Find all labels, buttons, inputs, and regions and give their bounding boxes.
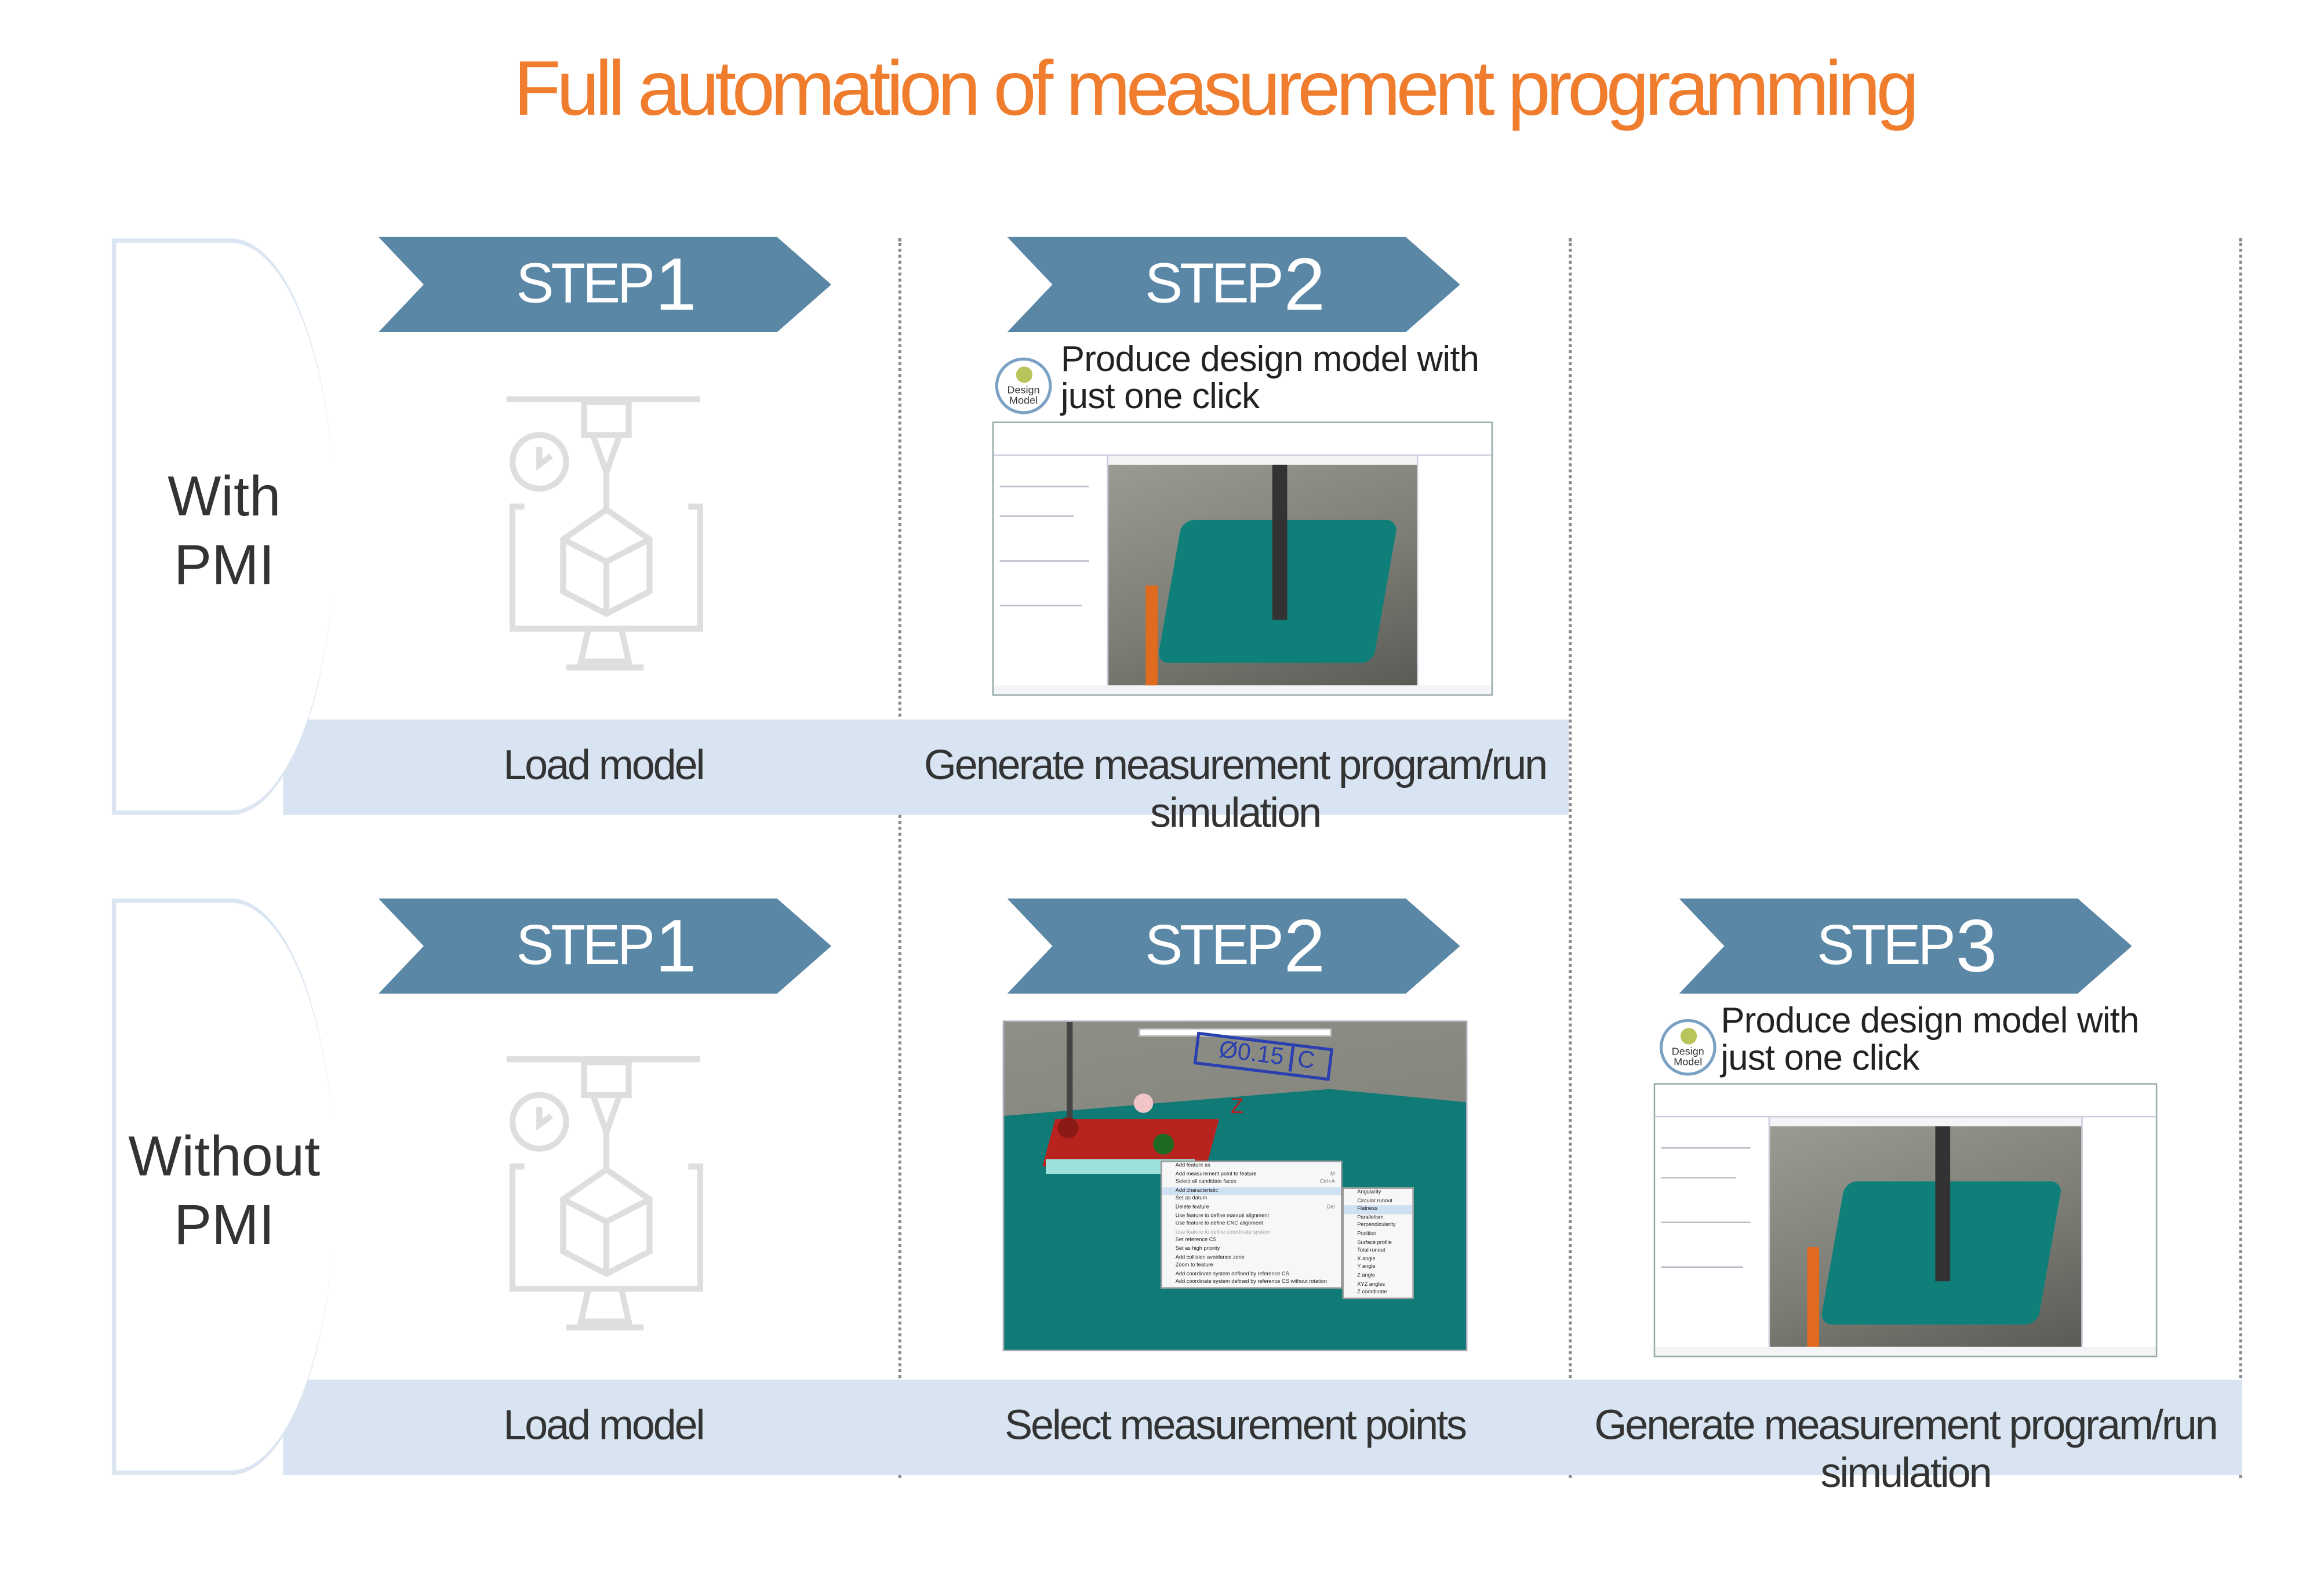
viewport-toolbar[interactable] [1138,1028,1332,1037]
step-word: STEP [1817,914,1956,977]
page-title: Full automation of measurement programmi… [514,46,1919,133]
context-menu-item[interactable]: Add collision avoidance zone [1162,1254,1341,1262]
step1-caption: Load model [503,1402,705,1449]
note-line1: Produce design model with [1060,339,1479,380]
step-number: 1 [655,904,696,988]
gdt-frame: Ø0.15 C [1193,1031,1334,1081]
submenu-item[interactable]: Flatness [1344,1205,1413,1214]
divider [1569,238,1572,1478]
row-label-without-pmi: Without PMI [111,898,336,1475]
context-menu-item[interactable]: Use feature to define CNC alignment [1162,1220,1341,1228]
context-menu-shortcut: Del [1326,1203,1335,1210]
caption-band [283,719,1569,815]
step-number: 2 [1283,242,1325,326]
tolerance-value: Ø0.15 [1217,1037,1285,1071]
context-menu-item[interactable]: Delete feature Del [1162,1203,1341,1212]
submenu-item[interactable]: Position [1357,1230,1377,1237]
submenu-item[interactable]: Z coordinate [1357,1289,1387,1295]
context-menu-item-label: Use feature to define manual alignment [1175,1212,1269,1219]
submenu-item[interactable]: Total runout [1357,1247,1385,1253]
context-menu-item-label: Select all candidate faces [1175,1179,1236,1185]
context-menu-item[interactable]: Set reference CS [1162,1237,1341,1245]
context-menu-item-label: Add coordinate system defined by referen… [1175,1278,1328,1285]
submenu-item[interactable]: Z angle [1357,1272,1376,1278]
divider [898,238,901,1478]
row-label-line1: With [168,466,281,529]
submenu-item[interactable]: XYZ angles [1357,1280,1385,1287]
software-screenshot [992,421,1493,696]
datum-label: C [1288,1046,1316,1074]
step-number: 2 [1283,904,1325,988]
context-menu-item[interactable]: Add coordinate system defined by referen… [1162,1279,1341,1287]
step-number: 1 [655,242,696,326]
cnc-monitor-icon [506,1056,704,1331]
context-menu-item-label: Add feature as [1175,1162,1210,1168]
submenu-item[interactable]: Circular runout [1357,1197,1392,1203]
context-menu-item-label: Add characteristic [1175,1187,1219,1194]
step2-caption: Select measurement points [1005,1402,1467,1449]
feature-selection-screenshot: Ø0.15 C Z Add feature as Add measurement … [1002,1020,1468,1351]
context-menu-item[interactable]: Set as high priority [1162,1245,1341,1253]
context-menu-item-label: Set as high priority [1175,1245,1220,1252]
row-label-line2: PMI [173,534,275,598]
context-menu-item[interactable]: Add measurement point to feature M [1162,1170,1341,1179]
step-word: STEP [516,914,655,977]
step1-caption: Load model [503,741,705,788]
context-menu-shortcut: M [1330,1170,1335,1177]
context-menu-item[interactable]: Select all candidate faces Ctrl+A [1162,1179,1341,1187]
context-menu-item[interactable]: Add coordinate system defined by referen… [1162,1270,1341,1278]
context-menu-item-label: Set reference CS [1175,1236,1217,1243]
software-screenshot [1653,1083,2158,1358]
context-menu-item[interactable]: Add characteristic [1162,1187,1341,1196]
step-word: STEP [1144,914,1284,977]
context-menu-item-label: Use feature to define coordinate system [1175,1228,1271,1235]
note-line2: just one click [1721,1038,1919,1079]
context-menu-item[interactable]: Add feature as [1162,1162,1341,1170]
submenu-item[interactable]: Surface profile [1357,1239,1392,1245]
submenu-item[interactable]: Perpendicularity [1357,1222,1396,1228]
submenu-item[interactable]: Angularity [1357,1188,1381,1195]
context-menu-item[interactable]: Set as datum [1162,1195,1341,1203]
context-menu-item-label: Add collision avoidance zone [1175,1253,1245,1260]
context-menu: Add feature as Add measurement point to f… [1161,1161,1343,1289]
context-menu-item[interactable]: Zoom to feature [1162,1262,1341,1270]
submenu-item[interactable]: Y angle [1357,1264,1376,1270]
context-menu-item-label: Add measurement point to feature [1175,1170,1257,1177]
row-label-with-pmi: With PMI [111,238,336,815]
step-number: 3 [1955,904,1997,988]
context-menu-item-label: Zoom to feature [1175,1262,1213,1268]
caption-band [283,1379,2242,1475]
context-menu-item[interactable]: Use feature to define coordinate system [1162,1229,1341,1237]
context-menu-item-label: Set as datum [1175,1195,1208,1202]
context-menu-item[interactable]: Use feature to define manual alignment [1162,1212,1341,1220]
note-line1: Produce design model with [1721,1001,2139,1042]
step3-caption: Generate measurement program/run simulat… [1594,1402,2218,1496]
cnc-monitor-icon [506,396,704,671]
note-line2: just one click [1060,377,1260,417]
axis-label: Z [1230,1093,1243,1118]
divider [2239,238,2242,1478]
submenu-item[interactable]: X angle [1357,1255,1376,1262]
step-word: STEP [516,252,655,315]
row-label-line2: PMI [173,1195,275,1258]
step2-caption: Generate measurement program/run simulat… [923,741,1548,836]
row-label-line1: Without [128,1126,321,1189]
design-model-icon: Design Model [995,357,1052,414]
context-menu-shortcut: Ctrl+A [1319,1179,1335,1185]
step-word: STEP [1144,252,1284,315]
design-model-icon: Design Model [1659,1019,1716,1076]
submenu-item[interactable]: Parallelism [1357,1213,1384,1220]
context-menu-item-label: Add coordinate system defined by referen… [1175,1270,1289,1276]
context-menu-item-label: Use feature to define CNC alignment [1175,1220,1263,1227]
context-menu-item-label: Delete feature [1175,1203,1209,1210]
